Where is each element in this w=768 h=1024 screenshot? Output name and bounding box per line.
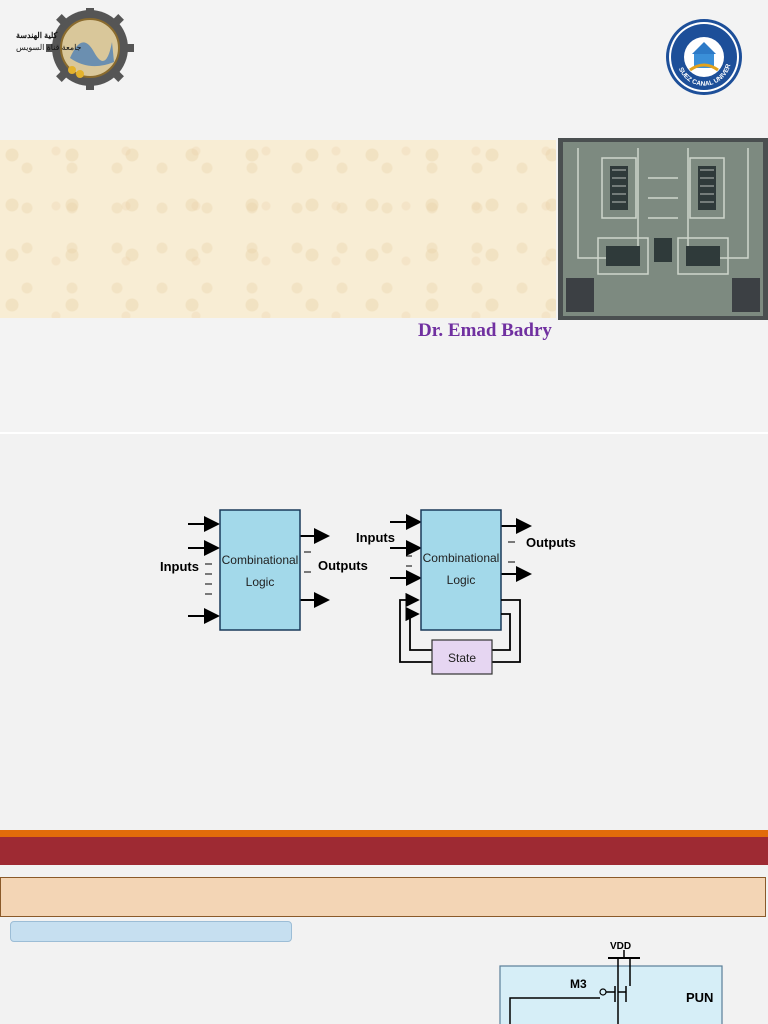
block-label: Logic bbox=[246, 575, 275, 589]
combinational-logic-block bbox=[219, 509, 301, 631]
vdd-label: VDD bbox=[610, 941, 631, 952]
combinational-logic-diagram: Combinational Logic Inputs Outputs bbox=[160, 509, 368, 631]
block-label: Combinational bbox=[423, 551, 500, 565]
outputs-label: Outputs bbox=[318, 558, 368, 573]
block-label: Logic bbox=[447, 573, 476, 587]
sequential-logic-diagram: Combinational Logic State Inputs Outputs bbox=[356, 509, 576, 675]
title-banner bbox=[0, 140, 556, 318]
accent-line bbox=[0, 830, 768, 837]
pull-up-network-circuit: VDD M3 PUN bbox=[499, 941, 723, 1024]
pun-box bbox=[499, 965, 723, 1024]
university-name-text: جامعة قناة السويس bbox=[16, 43, 82, 52]
faculty-of-engineering-logo: كلية الهندسة جامعة قناة السويس bbox=[16, 8, 134, 90]
state-block bbox=[431, 639, 493, 675]
pun-label: PUN bbox=[686, 990, 713, 1005]
chip-die-photo bbox=[558, 138, 768, 320]
faculty-name-text: كلية الهندسة bbox=[16, 31, 58, 41]
logic-types-slide bbox=[0, 434, 768, 832]
author-name: Dr. Emad Badry bbox=[418, 320, 552, 341]
combinational-logic-block bbox=[420, 509, 502, 631]
outputs-label: Outputs bbox=[526, 535, 576, 550]
state-label: State bbox=[448, 651, 476, 665]
m3-transistor bbox=[509, 958, 631, 1024]
slide-title-bar bbox=[0, 877, 766, 917]
subtitle-pill bbox=[10, 921, 292, 942]
slide-header-bar bbox=[0, 837, 768, 865]
combinational-vs-sequential-diagram: Combinational Logic Inputs Outputs Combi… bbox=[160, 509, 576, 675]
m3-label: M3 bbox=[570, 977, 587, 991]
inputs-label: Inputs bbox=[160, 559, 199, 574]
block-label: Combinational bbox=[222, 553, 299, 567]
inputs-label: Inputs bbox=[356, 530, 395, 545]
suez-canal-university-logo: SUEZ CANAL UNIVERSITY bbox=[664, 16, 742, 95]
state-feedback-loop bbox=[399, 592, 521, 663]
slide-divider bbox=[0, 432, 768, 434]
